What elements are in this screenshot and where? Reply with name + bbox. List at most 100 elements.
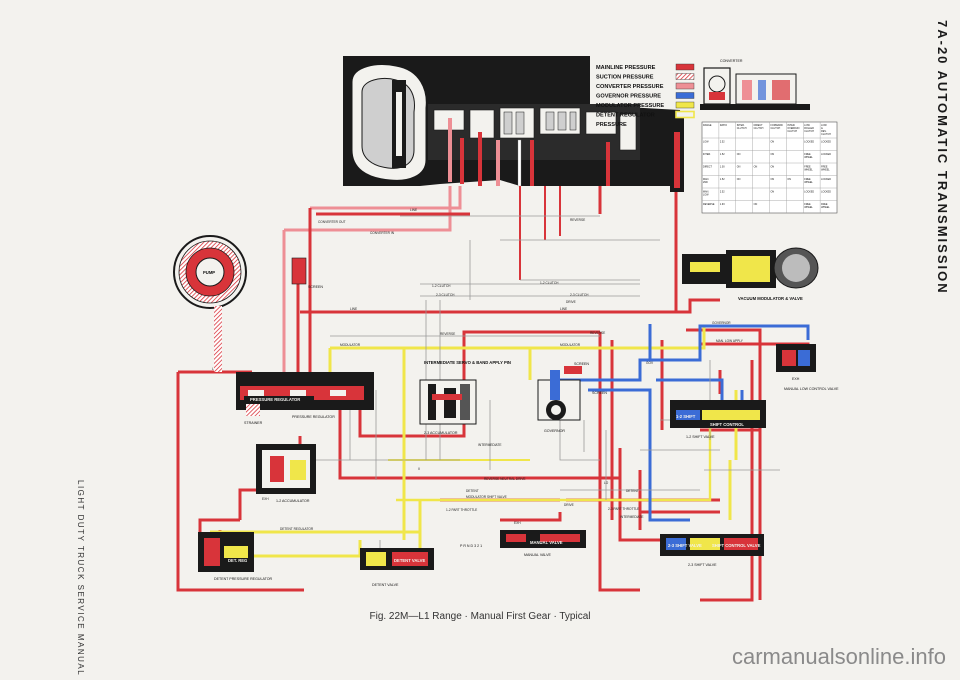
table-cell: 1.52 (720, 153, 725, 156)
manual-valve-label: MANUAL VALVE (524, 553, 551, 557)
table-cell: FREE (821, 166, 828, 169)
table-cell: FREE (804, 203, 811, 206)
part-throttle-label-a: 1-2 PART THROTTLE (446, 508, 477, 512)
transmission-case (343, 56, 684, 192)
prndl-indicator: P R N D 3 2 1 (460, 544, 482, 548)
table-header: RATIO (720, 124, 727, 127)
gov-label-b: GOV (646, 361, 654, 365)
manual-valve: MANUAL VALVE P R N D 3 2 1 MANUAL VALVE (460, 530, 586, 557)
shift-23-tag: 2-3 SHIFT VALVE (668, 543, 702, 548)
pressure-regulator: PRESSURE REGULATOR PRESSURE REGULATOR ST… (236, 372, 374, 425)
intermediate-label-a: INTERMEDIATE (478, 443, 502, 447)
legend-label: PRESSURE (596, 122, 627, 128)
detent-tag: DETENT VALVE (394, 558, 425, 563)
legend-swatch (675, 63, 695, 71)
governor: SCREEN SCREEN GOVERNOR (537, 362, 607, 433)
part-throttle-label-b: 2-3 PART THROTTLE (608, 507, 639, 511)
table-cell: INTER. (703, 153, 711, 156)
det-reg-tag: DET. REG (228, 558, 247, 563)
accumulator-12: 1-2 ACCUMULATOR (256, 444, 316, 503)
reverse-label-a: REVERSE (440, 332, 455, 336)
drive-label-b: DRIVE (564, 503, 574, 507)
table-cell: 1.00 (720, 166, 725, 169)
table-cell: FREE (821, 203, 828, 206)
table-header: CLUTCH (771, 127, 781, 130)
table-cell: WHEEL (804, 181, 813, 184)
table-header: INTER. (787, 124, 795, 127)
table-cell: FREE (804, 166, 811, 169)
top-line-label: LINE (410, 208, 417, 212)
clutch-12-label-a: 1-2 CLUTCH (432, 284, 451, 288)
converter-detail-label: CONVERTER (720, 59, 743, 63)
modulator-label-b: MODULATOR (560, 343, 581, 347)
legend-swatch (675, 82, 695, 90)
table-cell: WHEEL (804, 206, 813, 209)
detent-label-b: DETENT (626, 489, 639, 493)
table-cell: ON (771, 191, 775, 194)
manual-low-control-valve: EXH MANUAL LOW CONTROL VALVE (776, 344, 839, 391)
table-header: DIRECT (754, 124, 763, 127)
table-header: INTER. (737, 124, 745, 127)
detent-label-a: DETENT (466, 489, 479, 493)
table-cell: MAN. (703, 178, 709, 181)
table-cell: FREE (804, 178, 811, 181)
table-cell: LOW (703, 194, 709, 197)
table-cell: LOW (703, 141, 709, 144)
table-header: & (821, 127, 823, 130)
page-side-title: 7A-20 AUTOMATIC TRANSMISSION (935, 20, 950, 295)
table-cell: WHEEL (804, 169, 813, 172)
ii-label: II (418, 467, 420, 471)
line-label-b: LINE (560, 307, 567, 311)
vacuum-modulator: VACUUM MODULATOR & VALVE (682, 247, 819, 301)
vacuum-modulator-label: VACUUM MODULATOR & VALVE (738, 296, 803, 301)
table-cell: ON (754, 166, 758, 169)
table-cell: LOCKED (821, 191, 831, 194)
shift-23-control-tag: SHIFT CONTROL VALVE (712, 543, 761, 548)
table-header: CLUTCH (737, 127, 747, 130)
man-low-apply-label: MAN. LOW APPLY (716, 339, 744, 343)
gov-screen-label-1: SCREEN (574, 362, 589, 366)
manual-name: LIGHT DUTY TRUCK SERVICE MANUAL (76, 480, 85, 677)
table-header: CLUTCH (804, 130, 814, 133)
table-cell: 2.52 (720, 191, 725, 194)
table-cell: ON (737, 153, 741, 156)
legend-label: DETENT REGULATOR (596, 113, 655, 119)
legend-label: MAINLINE PRESSURE (596, 65, 656, 71)
table-header: REV. (821, 130, 827, 133)
pressure-regulator-label: PRESSURE REGULATOR (292, 415, 335, 419)
shift-12-valve-label: 1-2 SHIFT VALVE (686, 435, 715, 439)
exh-label-a: EXH (262, 497, 269, 501)
table-cell: LOCKED (804, 191, 814, 194)
pressure-regulator-tag: PRESSURE REGULATOR (250, 397, 300, 402)
detent-valve: DETENT VALVE DETENT VALVE (360, 548, 434, 587)
legend-label: SUCTION PRESSURE (596, 75, 654, 81)
table-cell: 1.93 (720, 203, 725, 206)
table-cell: 2.52 (720, 141, 725, 144)
table-cell: ON (737, 166, 741, 169)
line-label-a: LINE (350, 307, 357, 311)
rev-neutral-drive-label: REVERSE NEUTRAL DRIVE (484, 477, 526, 481)
detent-regulator-label: DETENT PRESSURE REGULATOR (214, 577, 273, 581)
int-servo-label: INTERMEDIATE SERVO & BAND APPLY PIN (424, 360, 511, 365)
table-cell: ON (771, 166, 775, 169)
table-cell: WHEEL (804, 156, 813, 159)
table-header: OVERRUN (787, 127, 799, 130)
table-cell: ON (737, 178, 741, 181)
table-cell: 2ND (703, 181, 708, 184)
table-cell: ON (771, 141, 775, 144)
screen-label: SCREEN (308, 285, 323, 289)
table-cell: ON (754, 203, 758, 206)
table-cell: WHEEL (821, 206, 830, 209)
exh-label-b: EXH (514, 521, 521, 525)
converter-detail: CONVERTER (700, 59, 810, 110)
detent-valve-label: DETENT VALVE (372, 583, 399, 587)
table-cell: WHEEL (821, 169, 830, 172)
figure-caption: Fig. 22M—L1 Range · Manual First Gear · … (369, 611, 591, 622)
table-header: ROLLER (804, 127, 814, 130)
intermediate-servo: INTERMEDIATE SERVO & BAND APPLY PIN 2-3 … (419, 360, 511, 435)
accumulator-23-label: 2-3 ACCUMULATOR (424, 431, 458, 435)
legend-label: CONVERTER PRESSURE (596, 84, 664, 90)
detent-regulator-line-label: DETENT REGULATOR (280, 527, 314, 531)
table-header: CLUTCH (821, 133, 831, 136)
